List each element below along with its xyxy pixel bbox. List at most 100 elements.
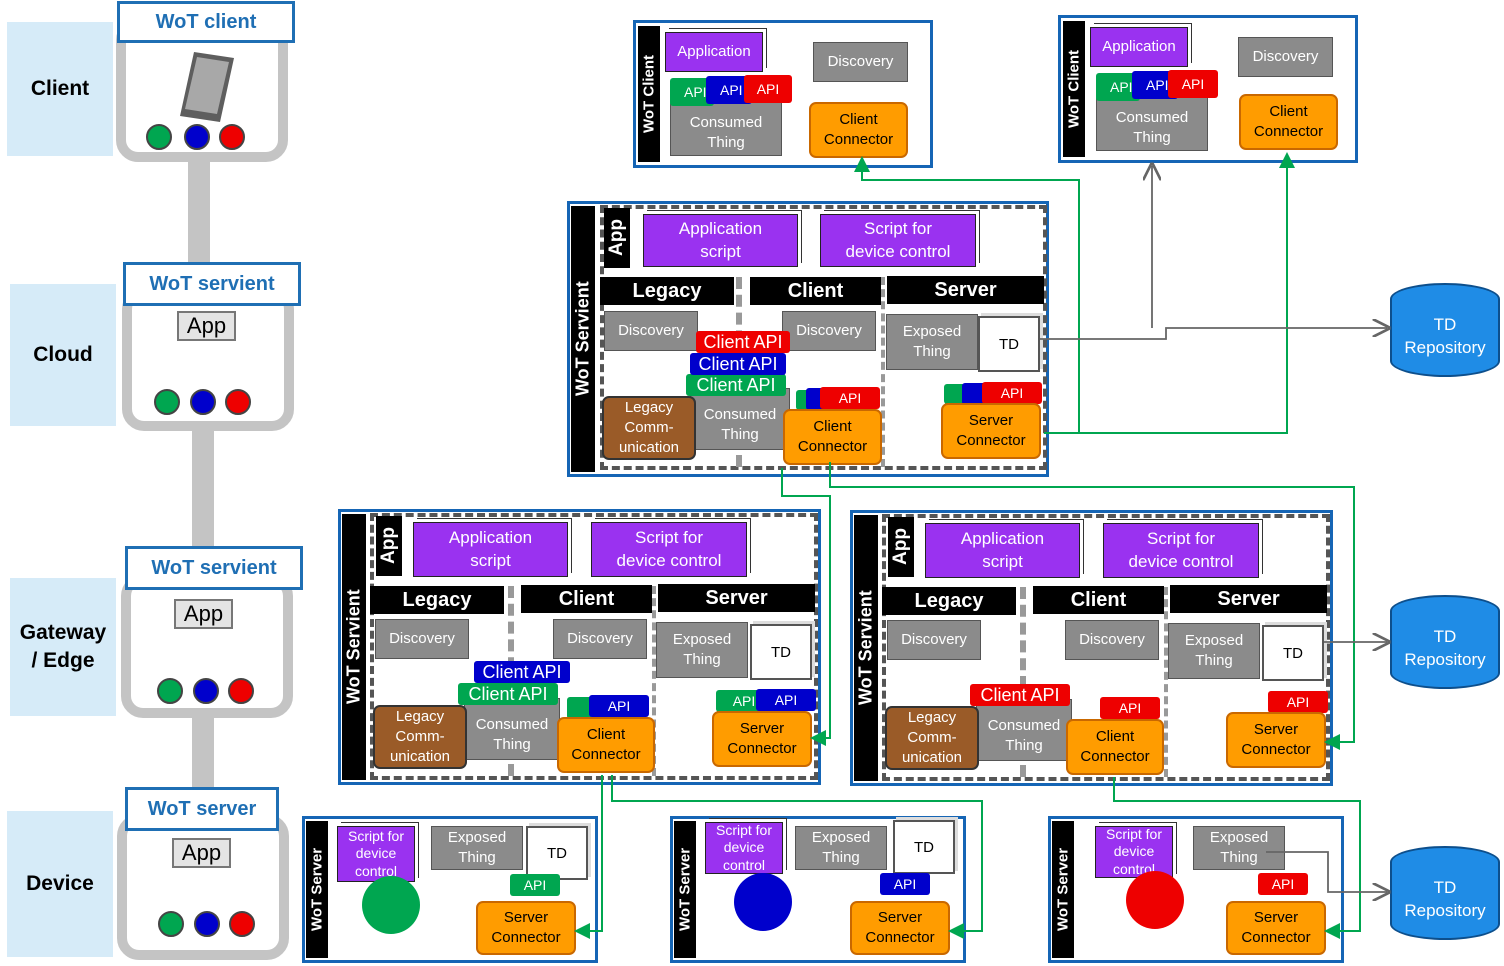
cloud-app-button[interactable]: App bbox=[177, 311, 236, 341]
server-connector-label-2: Connector bbox=[727, 740, 797, 757]
server-connector-label-1: Server bbox=[968, 412, 1014, 430]
status-dot-green bbox=[146, 124, 172, 150]
gateway-device-label: WoT servient bbox=[125, 546, 303, 590]
status-dot-green bbox=[154, 389, 180, 415]
exposed-label-1: Exposed bbox=[1184, 632, 1244, 650]
td-repository-label-2: Repository bbox=[1404, 338, 1486, 357]
status-dot-green bbox=[157, 678, 183, 704]
api-tab-blue: API bbox=[756, 689, 816, 711]
api-tab-red: API bbox=[1258, 873, 1308, 895]
status-dot-blue bbox=[193, 678, 219, 704]
legacy-label-1: Legacy bbox=[395, 708, 445, 726]
client-device-label: WoT client bbox=[117, 1, 295, 43]
device-app-button[interactable]: App bbox=[172, 838, 231, 868]
status-dot-blue bbox=[194, 911, 220, 937]
client-api-blue: Client API bbox=[690, 353, 786, 375]
tier-gateway: Gateway/ Edge bbox=[10, 578, 116, 716]
smartphone-icon bbox=[180, 52, 234, 122]
device-label: WoT server bbox=[125, 787, 279, 831]
server-connector-label-1: Server bbox=[877, 909, 923, 927]
api-tab-blue: API bbox=[589, 695, 649, 717]
connector-pipe bbox=[192, 715, 214, 805]
app-vlabel: App bbox=[604, 208, 630, 268]
tier-gateway-label-2: / Edge bbox=[31, 649, 95, 672]
header-server: Server bbox=[1170, 585, 1327, 613]
tier-cloud-label: Cloud bbox=[33, 342, 93, 366]
client-connector-label-2: Connector bbox=[797, 438, 868, 455]
client-connector-label-1: Client bbox=[1269, 103, 1308, 121]
script-label-1: Script for bbox=[1146, 529, 1216, 549]
header-legacy: Legacy bbox=[600, 277, 734, 305]
legacy-label-3: unication bbox=[389, 747, 451, 765]
connector-pipe bbox=[188, 155, 210, 265]
script-small-label-1: Script for bbox=[715, 822, 772, 838]
client-connector-label-1: Client bbox=[839, 111, 878, 129]
script-small-label-1: Script for bbox=[1105, 826, 1162, 842]
discovery-block: Discovery bbox=[604, 311, 698, 351]
exposed-label-1: Exposed bbox=[1209, 829, 1269, 847]
consumed-label-2: Thing bbox=[1133, 129, 1171, 146]
tier-cloud: Cloud bbox=[10, 284, 116, 426]
script-small-label-3: control bbox=[354, 862, 398, 879]
discovery-block: Discovery bbox=[813, 42, 908, 82]
tier-client-label: Client bbox=[30, 76, 90, 100]
exposed-label-2: Thing bbox=[683, 651, 721, 668]
connector-pipe bbox=[192, 428, 214, 553]
client-connector-label-2: Connector bbox=[1253, 123, 1324, 140]
status-dot-blue bbox=[190, 389, 216, 415]
status-dot-green bbox=[158, 911, 184, 937]
exposed-label-2: Thing bbox=[913, 343, 951, 360]
td-repository-label-1: TD bbox=[1433, 627, 1457, 647]
legacy-label-2: Comm- bbox=[395, 728, 445, 746]
api-tab-red: API bbox=[744, 75, 792, 103]
legacy-label-1: Legacy bbox=[624, 399, 674, 417]
discovery-block: Discovery bbox=[553, 619, 647, 659]
script-small-label-2: device bbox=[355, 845, 397, 862]
server-connector-label-1: Server bbox=[503, 909, 549, 927]
device-circle-blue bbox=[734, 873, 792, 931]
td-document: TD bbox=[978, 316, 1040, 372]
script-small-label-2: device bbox=[723, 839, 765, 856]
consumed-label-1: Consumed bbox=[987, 717, 1061, 735]
client-api-green: Client API bbox=[686, 374, 786, 396]
exposed-label-1: Exposed bbox=[447, 829, 507, 847]
exposed-label-1: Exposed bbox=[672, 631, 732, 649]
column-divider bbox=[1164, 587, 1168, 777]
discovery-block: Discovery bbox=[1238, 37, 1333, 77]
client-connector-label-2: Connector bbox=[823, 131, 894, 148]
gateway-app-button[interactable]: App bbox=[174, 599, 233, 629]
device-circle-green bbox=[362, 876, 420, 934]
client-api-green: Client API bbox=[458, 683, 558, 705]
exposed-label-2: Thing bbox=[458, 849, 496, 866]
wot-server-vlabel: WoT Server bbox=[306, 821, 328, 958]
consumed-label-1: Consumed bbox=[475, 716, 549, 734]
exposed-label-2: Thing bbox=[822, 849, 860, 866]
consumed-label-2: Thing bbox=[493, 736, 531, 753]
application-script-label-2: script bbox=[700, 241, 741, 261]
column-divider bbox=[652, 586, 656, 776]
wot-servient-vlabel: WoT Servient bbox=[342, 514, 366, 780]
server-connector-label-1: Server bbox=[739, 720, 785, 738]
consumed-label-2: Thing bbox=[1005, 737, 1043, 754]
